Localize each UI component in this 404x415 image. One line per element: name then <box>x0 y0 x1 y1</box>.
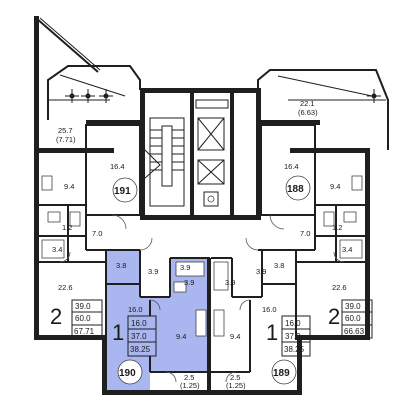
summary-left-1-rooms: 1 <box>112 320 124 345</box>
apt-188-bath-area: 1.2 <box>332 223 342 232</box>
summary-left-2-full: 67.71 <box>74 327 95 336</box>
summary-left-2-living: 39.0 <box>75 302 91 311</box>
summary-right-1-full: 38.25 <box>284 345 305 354</box>
apt-189-hall-area: 3.8 <box>274 261 284 270</box>
apt-188-number: 188 <box>287 184 304 195</box>
summary-left-1: 1 16.0 37.0 38.25 <box>112 315 157 357</box>
apt-189-room-area: 16.0 <box>262 305 277 314</box>
area-labels: 25.7 (7.71) 22.1 (6.63) 16.4 9.4 1.2 3.4… <box>52 99 352 390</box>
outer-walls <box>34 16 389 395</box>
summary-left-1-total: 37.0 <box>131 332 147 341</box>
apt-191-wc-area: 3.4 <box>52 245 62 254</box>
summary-right-2-living: 39.0 <box>345 302 361 311</box>
elevator-shafts <box>195 99 229 207</box>
apt-190-number: 190 <box>119 368 136 379</box>
summary-right-1-living: 16.0 <box>285 319 301 328</box>
apt-190-bath-area: 3.9 <box>148 267 158 276</box>
center-right-a-area: 3.9 <box>225 278 235 287</box>
center-right-b-area: 3.9 <box>256 267 266 276</box>
summary-left-1-full: 38.25 <box>130 345 151 354</box>
summary-left-2-total: 60.0 <box>75 314 91 323</box>
apt-191-kitchen-area: 9.4 <box>64 182 74 191</box>
apt-191-number: 191 <box>114 186 131 197</box>
summary-right-2-total: 60.0 <box>345 314 361 323</box>
summary-right-2-rooms: 2 <box>328 304 340 329</box>
balcony-left-area-sub: (7.71) <box>56 135 76 144</box>
apt-190-kitchen-area: 9.4 <box>176 332 186 341</box>
summary-left-1-living: 16.0 <box>131 319 147 328</box>
light-icon <box>65 89 79 103</box>
apt-189-kitchen-area: 9.4 <box>230 332 240 341</box>
balcony-left-area: 25.7 <box>58 126 73 135</box>
center-left-b-area: 3.9 <box>184 278 194 287</box>
fixtures <box>41 175 363 337</box>
summary-right-1-total: 37.0 <box>285 332 301 341</box>
summary-left-2: 2 39.0 60.0 67.71 <box>50 299 103 339</box>
apt-189-loggia-area: 2.5 <box>230 373 240 382</box>
apt-190-loggia-area: 2.5 <box>184 373 194 382</box>
center-left-a-area: 3.9 <box>180 263 190 272</box>
apt-189-loggia-sub: (1.25) <box>226 381 246 390</box>
light-icon <box>81 89 95 103</box>
summary-right-2: 2 39.0 60.0 66.63 <box>328 299 373 339</box>
apt-191-hall-area: 7.0 <box>92 229 102 238</box>
balcony-right-area: 22.1 <box>300 99 315 108</box>
apt-188-kitchen-area: 9.4 <box>330 182 340 191</box>
partitions <box>39 124 365 392</box>
light-icon <box>367 89 381 103</box>
apt-190-hall-area: 3.8 <box>116 261 126 270</box>
summary-left-2-rooms: 2 <box>50 304 62 329</box>
balcony-right-area-sub: (6.63) <box>298 108 318 117</box>
summary-right-2-full: 66.63 <box>344 327 365 336</box>
apt-191-living-area: 22.6 <box>58 283 73 292</box>
apt-191-room-area: 16.4 <box>110 162 125 171</box>
apt-190-loggia-sub: (1.25) <box>180 381 200 390</box>
light-icon <box>99 89 113 103</box>
balcony-lights <box>65 89 381 103</box>
apt-188-hall-area: 7.0 <box>300 229 310 238</box>
apt-191-bath-area: 1.2 <box>62 223 72 232</box>
apt-188-room-area: 16.4 <box>284 162 299 171</box>
apt-188-living-area: 22.6 <box>332 283 347 292</box>
apt-189-number: 189 <box>273 368 290 379</box>
summary-right-1-rooms: 1 <box>266 320 278 345</box>
summary-right-1: 1 16.0 37.0 38.25 <box>266 315 311 357</box>
apt-188-wc-area: 3.4 <box>342 245 352 254</box>
apt-190-room-area: 16.0 <box>128 305 143 314</box>
stair-core <box>144 117 185 207</box>
